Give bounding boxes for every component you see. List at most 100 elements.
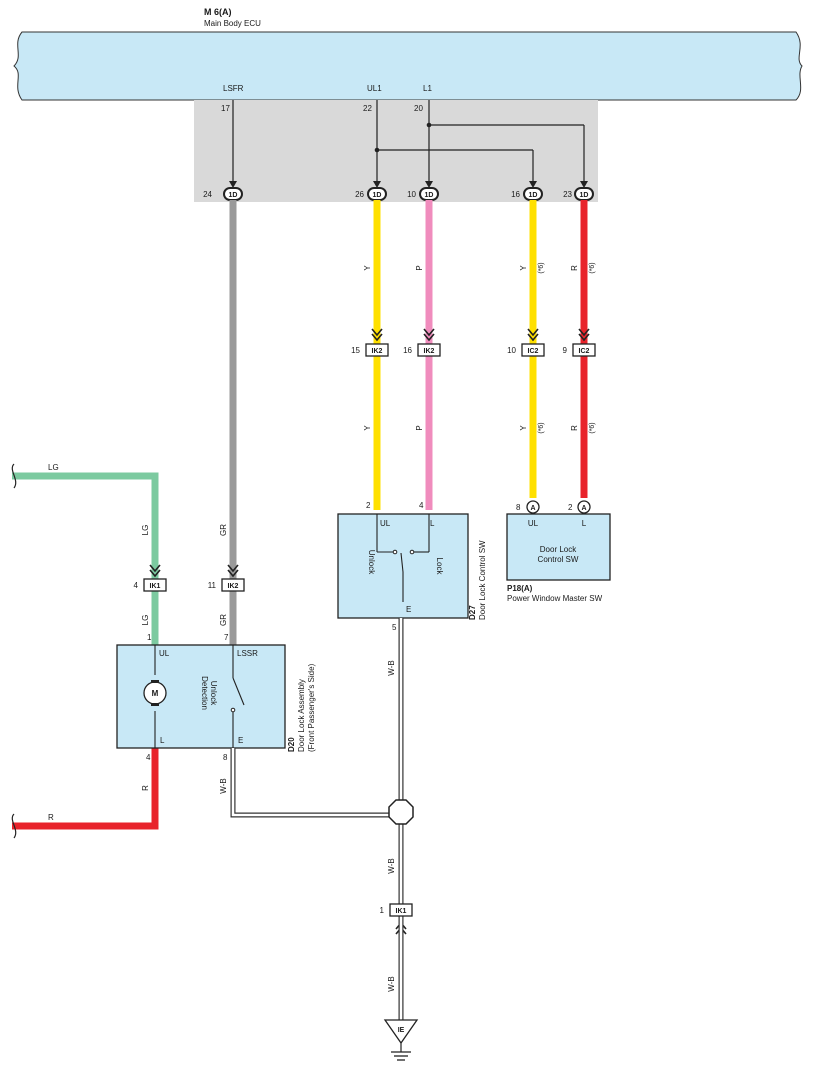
junction-1d-pill: 1D 23	[563, 187, 594, 201]
svg-text:1D: 1D	[425, 192, 434, 199]
p18-term-l: L	[582, 519, 587, 528]
d27-pin-l: 4	[419, 501, 424, 510]
svg-text:P: P	[415, 265, 424, 270]
ecu-pin-num-17: 17	[221, 104, 230, 113]
connector-ic2-9: IC2 9	[563, 343, 596, 357]
d27-contact	[392, 549, 398, 555]
svg-text:LG: LG	[48, 463, 59, 472]
svg-text:11: 11	[208, 581, 217, 590]
svg-text:IC2: IC2	[579, 348, 590, 355]
svg-text:R: R	[570, 425, 579, 431]
d27-ref: D27	[468, 605, 477, 620]
p18-inner-line1: Door Lock	[540, 545, 577, 554]
splice-dot	[426, 122, 432, 128]
junction-area	[194, 100, 598, 202]
d20-term-ul: UL	[159, 649, 170, 658]
svg-text:R: R	[141, 785, 150, 791]
d20-motor-icon	[151, 703, 159, 706]
wire-labels: Y P Y (*6) R (*6) Y P Y (*6) R (*6) GR G…	[48, 262, 596, 822]
p18-ref: P18(A)	[507, 584, 533, 593]
d20-pin-e: 8	[223, 753, 228, 762]
p18-pin-ul: 8	[516, 503, 521, 512]
d20-pin-lssr: 7	[224, 633, 229, 642]
wire-break-mark	[11, 463, 17, 489]
d27-contact	[409, 549, 415, 555]
d20-term-l: L	[160, 736, 165, 745]
splice-dot	[374, 147, 380, 153]
svg-text:P: P	[415, 425, 424, 430]
svg-text:15: 15	[351, 346, 360, 355]
ecu-body	[13, 31, 803, 101]
ecu-pin-signal-lsfr: LSFR	[223, 84, 244, 93]
svg-text:10: 10	[407, 190, 416, 199]
d20-pin-ul: 1	[147, 633, 152, 642]
internal-wiring	[232, 100, 585, 184]
svg-text:23: 23	[563, 190, 572, 199]
svg-text:1: 1	[380, 906, 385, 915]
svg-text:(*6): (*6)	[589, 262, 596, 273]
svg-text:1D: 1D	[580, 192, 589, 199]
svg-text:1D: 1D	[529, 192, 538, 199]
ecu-pin-signal-ul1: UL1	[367, 84, 382, 93]
p18-connector-letter: A	[530, 505, 535, 512]
wire-label-wb: W-B	[387, 976, 396, 991]
arrowheads	[229, 181, 588, 188]
ecu-pin-num-22: 22	[363, 104, 372, 113]
d20-term-lssr: LSSR	[237, 649, 258, 658]
svg-text:R: R	[570, 265, 579, 271]
d20-switch-contact	[230, 707, 236, 713]
svg-text:IK2: IK2	[372, 348, 383, 355]
connector-ik2-11: IK2 11	[208, 578, 245, 592]
p18-connector-a	[526, 500, 540, 514]
svg-text:LG: LG	[141, 525, 150, 536]
connector-ik2-15: IK2 15	[351, 343, 389, 357]
p18-term-ul: UL	[528, 519, 539, 528]
svg-text:24: 24	[203, 190, 212, 199]
svg-text:9: 9	[563, 346, 568, 355]
svg-text:IE: IE	[398, 1027, 405, 1034]
ecu-name: Main Body ECU	[204, 19, 261, 28]
svg-text:Y: Y	[519, 425, 528, 431]
svg-text:26: 26	[355, 190, 364, 199]
svg-text:4: 4	[134, 581, 139, 590]
wire-r	[12, 748, 159, 830]
svg-text:(*6): (*6)	[589, 422, 596, 433]
d20-detection-label: Unlock	[209, 681, 218, 706]
d20-name: (Front Passenger's Side)	[307, 663, 316, 752]
junction-1d-pill: 1D 26	[355, 187, 387, 201]
d20-detection-label: Detection	[200, 676, 209, 710]
svg-text:GR: GR	[219, 614, 228, 626]
ecu-pin-num-20: 20	[414, 104, 423, 113]
svg-text:GR: GR	[219, 524, 228, 536]
svg-text:IK1: IK1	[150, 583, 161, 590]
svg-text:Y: Y	[519, 265, 528, 271]
connector-ik1-1: IK1 1	[380, 903, 413, 917]
d27-term-ul: UL	[380, 519, 391, 528]
p18-connector-a	[577, 500, 591, 514]
svg-text:IK1: IK1	[396, 908, 407, 915]
svg-text:Y: Y	[363, 265, 372, 271]
d20-term-e: E	[238, 736, 243, 745]
d20-motor-icon	[151, 680, 159, 683]
d20-ref: D20	[287, 737, 296, 752]
d27-term-e: E	[406, 605, 411, 614]
d20-pin-l: 4	[146, 753, 151, 762]
svg-text:IC2: IC2	[528, 348, 539, 355]
svg-text:IK2: IK2	[424, 348, 435, 355]
svg-text:Y: Y	[363, 425, 372, 431]
p18-box	[506, 513, 611, 581]
d20-motor-label: M	[152, 689, 159, 698]
svg-text:1D: 1D	[229, 192, 238, 199]
d27-name: Door Lock Control SW	[478, 540, 487, 620]
connector-ic2-10: IC2 10	[507, 343, 545, 357]
d20-internal	[154, 645, 245, 748]
connector-chevrons	[149, 328, 590, 935]
ecu-ref: M 6(A)	[204, 7, 232, 17]
svg-text:16: 16	[403, 346, 412, 355]
svg-text:R: R	[48, 813, 54, 822]
svg-text:16: 16	[511, 190, 520, 199]
connector-ik1-4: IK1 4	[134, 578, 167, 592]
wire-label-wb: W-B	[387, 660, 396, 675]
d27-lock-label: Lock	[435, 558, 444, 576]
